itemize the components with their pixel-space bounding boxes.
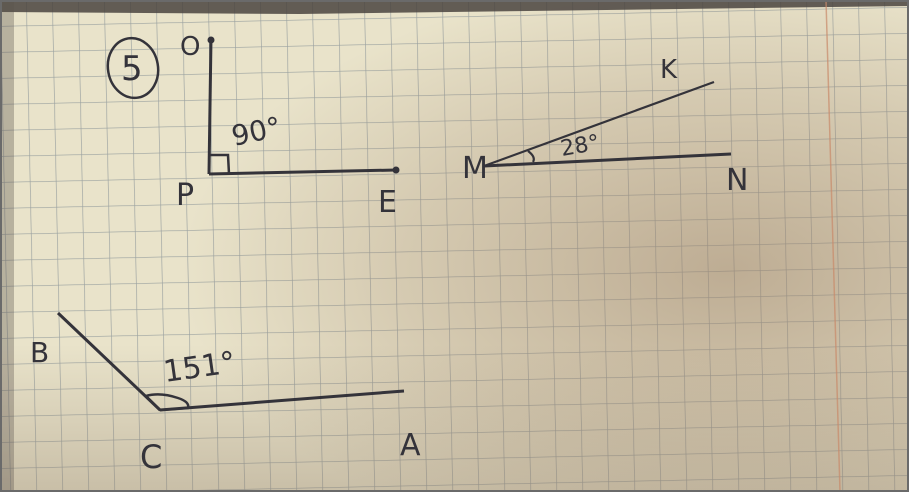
obtuse-angle-bca: B C A 151° <box>30 311 421 476</box>
svg-text:B: B <box>30 336 49 369</box>
svg-text:A: A <box>400 428 421 463</box>
svg-text:5: 5 <box>121 49 143 89</box>
svg-text:C: C <box>140 438 162 476</box>
exercise-number: 5 <box>106 36 160 100</box>
svg-text:M: M <box>462 151 488 186</box>
binding-shadow <box>0 0 14 492</box>
acute-angle-kmn: M K N 28° <box>462 55 748 198</box>
svg-text:N: N <box>726 163 748 198</box>
svg-text:O: O <box>180 32 200 62</box>
svg-text:P: P <box>176 178 194 213</box>
svg-text:E: E <box>378 185 397 220</box>
margin-line <box>825 0 841 492</box>
notebook-top-edge <box>0 0 909 14</box>
svg-text:K: K <box>660 55 678 85</box>
